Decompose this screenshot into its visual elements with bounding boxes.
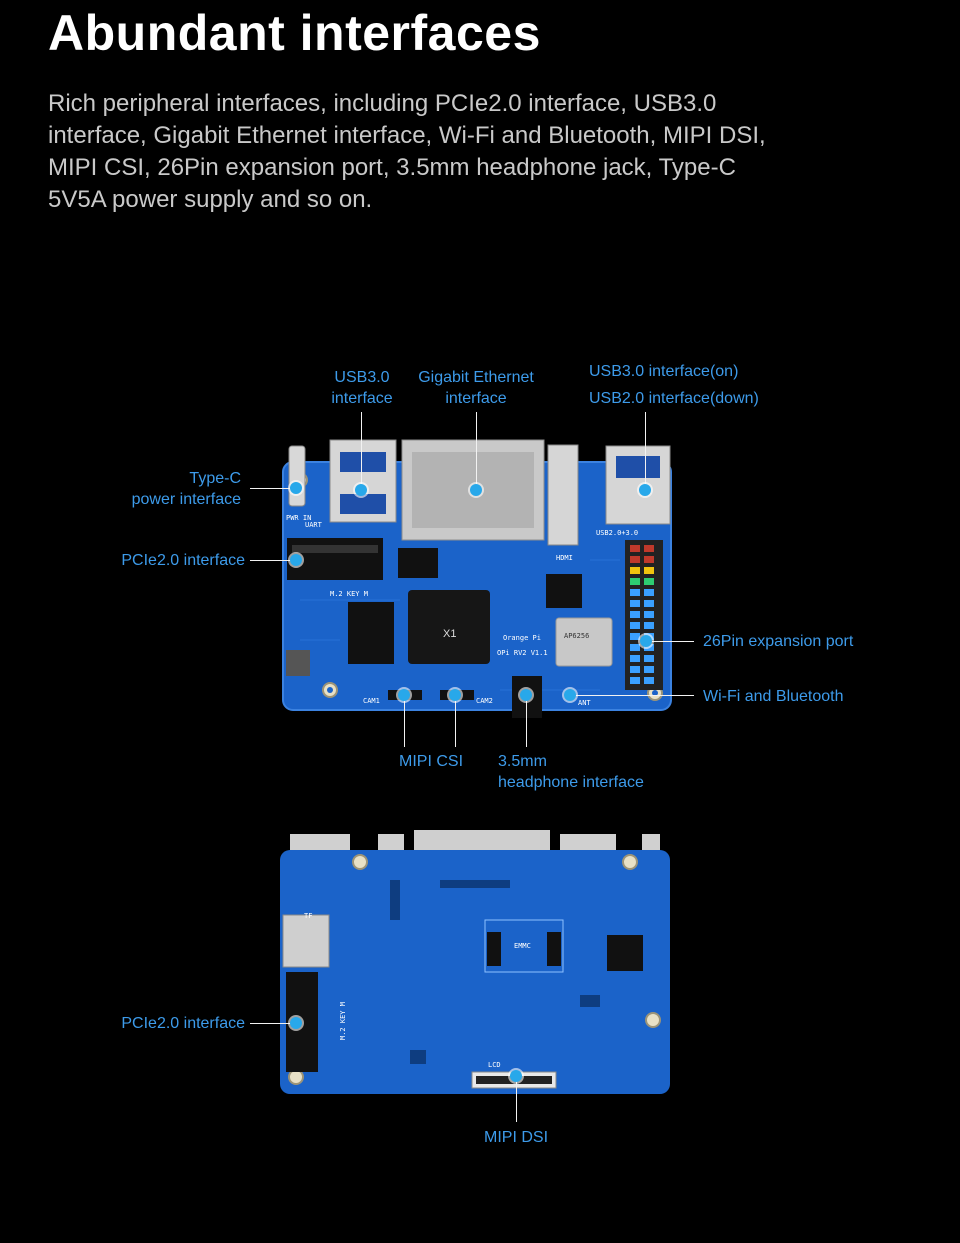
gpio-pin xyxy=(644,567,654,574)
gpio-pin xyxy=(644,589,654,596)
gpio-pin xyxy=(630,677,640,684)
callout-dot-headphone xyxy=(520,689,532,701)
label-gpio: 26Pin expansion port xyxy=(703,633,854,650)
gpio-pin xyxy=(644,600,654,607)
svg-text:USB2.0+3.0: USB2.0+3.0 xyxy=(596,529,638,537)
callout-dot-wifi xyxy=(564,689,576,701)
callout-dot-usb30 xyxy=(355,484,367,496)
gpio-pin xyxy=(630,611,640,618)
svg-text:CAM2: CAM2 xyxy=(476,697,493,705)
callout-dot-ethernet xyxy=(470,484,482,496)
callout-dot-csi-left xyxy=(398,689,410,701)
svg-text:AP6256: AP6256 xyxy=(564,632,589,640)
emmc-footprint xyxy=(484,919,564,973)
page-title: Abundant interfaces xyxy=(48,5,541,61)
gpio-pin xyxy=(644,677,654,684)
gpio-pin xyxy=(630,644,640,651)
gpio-pin xyxy=(630,578,640,585)
callout-dot-pcie-top xyxy=(290,554,302,566)
svg-text:CAM1: CAM1 xyxy=(363,697,380,705)
gpio-pin xyxy=(644,545,654,552)
svg-text:Orange Pi: Orange Pi xyxy=(503,634,541,642)
label-mipi-csi: MIPI CSI xyxy=(399,753,464,770)
label-typec: Type-C power interface xyxy=(131,470,241,508)
gpio-pin xyxy=(644,655,654,662)
callout-line-pcie-top xyxy=(250,560,296,561)
gpio-pin xyxy=(630,655,640,662)
gpio-pin xyxy=(630,622,640,629)
label-mipi-dsi: MIPI DSI xyxy=(484,1129,549,1146)
svg-text:X1: X1 xyxy=(443,628,456,640)
svg-text:PWR IN: PWR IN xyxy=(286,514,311,522)
callout-line-csi-left xyxy=(404,695,405,747)
page-description: Rich peripheral interfaces, including PC… xyxy=(48,90,766,213)
ram-chip xyxy=(348,602,394,664)
callout-dot-gpio xyxy=(640,635,652,647)
gpio-pin xyxy=(630,545,640,552)
gpio-pin xyxy=(644,666,654,673)
callout-dot-pcie-bottom xyxy=(290,1017,302,1029)
callout-line-headphone xyxy=(526,695,527,747)
gpio-pin xyxy=(630,600,640,607)
callout-line-usb-stack xyxy=(645,412,646,490)
callout-line-dsi xyxy=(516,1076,517,1122)
gpio-pin xyxy=(630,666,640,673)
gpio-pin xyxy=(644,556,654,563)
callout-line-pcie-bottom xyxy=(250,1023,296,1024)
label-headphone: 3.5mm headphone interface xyxy=(498,753,644,791)
callout-line-wifi xyxy=(570,695,694,696)
callout-line-csi-right xyxy=(455,695,456,747)
label-pcie-bottom: PCIe2.0 interface xyxy=(121,1015,245,1032)
callout-line-gpio xyxy=(646,641,694,642)
callout-dot-typec xyxy=(290,482,302,494)
label-usb30: USB3.0 interface xyxy=(331,369,393,407)
svg-text:UART: UART xyxy=(305,521,323,529)
gpio-pin xyxy=(644,578,654,585)
gpio-pin xyxy=(644,611,654,618)
callout-dot-usb-stack xyxy=(639,484,651,496)
label-ethernet: Gigabit Ethernet interface xyxy=(418,369,534,407)
svg-text:ANT: ANT xyxy=(578,699,591,707)
gpio-pin xyxy=(630,589,640,596)
callout-dot-dsi xyxy=(510,1070,522,1082)
svg-text:OPi RV2 V1.1: OPi RV2 V1.1 xyxy=(497,649,548,657)
gpio-pin xyxy=(644,644,654,651)
svg-text:TF: TF xyxy=(304,912,312,920)
callout-dot-csi-right xyxy=(449,689,461,701)
svg-text:EMMC: EMMC xyxy=(514,942,531,950)
gpio-pin xyxy=(630,556,640,563)
label-wifi: Wi-Fi and Bluetooth xyxy=(703,688,844,705)
gpio-pin xyxy=(630,633,640,640)
callout-line-usb30 xyxy=(361,412,362,490)
gpio-pin xyxy=(630,567,640,574)
bottom-pcb xyxy=(280,850,670,1094)
svg-text:HDMI: HDMI xyxy=(556,554,573,562)
wifi-module xyxy=(555,617,613,667)
callout-line-ethernet xyxy=(476,412,477,490)
callout-line-typec xyxy=(250,488,296,489)
svg-text:M.2 KEY M: M.2 KEY M xyxy=(330,590,368,598)
tf-slot xyxy=(282,914,330,968)
label-pcie-top: PCIe2.0 interface xyxy=(121,552,245,569)
gpio-pin xyxy=(644,622,654,629)
soc-chip xyxy=(408,590,490,664)
svg-text:LCD: LCD xyxy=(488,1061,501,1069)
svg-text:M.2 KEY M: M.2 KEY M xyxy=(339,1002,347,1040)
label-usb-stack: USB3.0 interface(on) USB2.0 interface(do… xyxy=(589,363,759,407)
